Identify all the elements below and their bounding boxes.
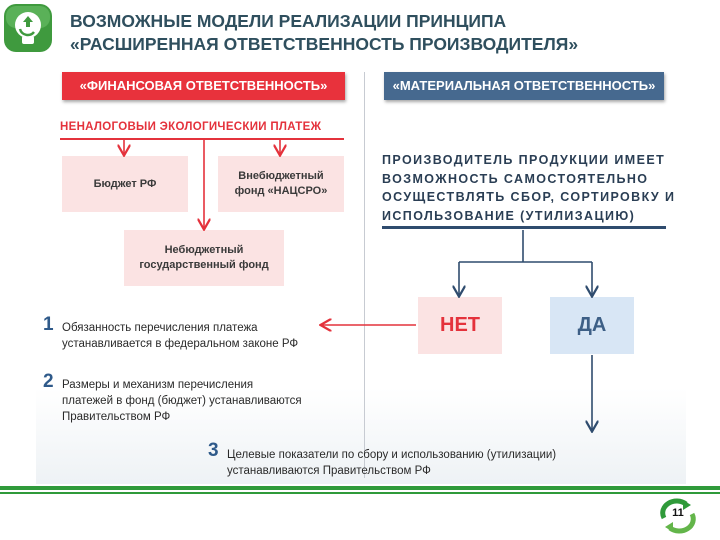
recycle-arrows-icon (656, 498, 700, 534)
budget-box: Бюджет РФ (62, 156, 188, 212)
budget-label: Бюджет РФ (93, 177, 157, 190)
item-3-line-2: устанавливаются Правительством РФ (227, 465, 431, 477)
producer-statement: ПРОИЗВОДИТЕЛЬ ПРОДУКЦИИ ИМЕЕТ ВОЗМОЖНОСТ… (382, 151, 676, 225)
column-divider (364, 72, 365, 478)
item-1-line-1: Обязанность перечисления платежа (62, 322, 258, 334)
producer-underline (382, 226, 666, 229)
financial-responsibility-header: «ФИНАНСОВАЯ ОТВЕТСТВЕННОСТЬ» (62, 72, 345, 100)
page-number: 11 (672, 507, 684, 519)
nonbud-label-line-1: Небюджетный (164, 244, 244, 256)
bottom-background (36, 388, 686, 484)
item-3-text: Целевые показатели по сбору и использова… (227, 447, 556, 479)
tax-payment-label: НЕНАЛОГОВЫЙ ЭКОЛОГИЧЕСКИЙ ПЛАТЕЖ (60, 121, 322, 133)
nonbudget-state-fund-box: Небюджетный государственный фонд (124, 230, 284, 286)
no-box: НЕТ (418, 297, 502, 354)
item-2-line-2: платежей в фонд (бюджет) устанавливаются (62, 395, 302, 407)
item-1-number: 1 (43, 314, 54, 335)
offbudget-fund-box: Внебюджетный фонд «НАЦСРО» (218, 156, 344, 212)
item-2-line-3: Правительством РФ (62, 411, 171, 423)
recycle-bulb-icon (2, 2, 54, 54)
item-2-text: Размеры и механизм перечисления платежей… (62, 377, 302, 425)
nonbud-label-line-2: государственный фонд (139, 259, 269, 271)
producer-line-1: ПРОИЗВОДИТЕЛЬ ПРОДУКЦИИ ИМЕЕТ (382, 153, 666, 167)
producer-line-3: ОСУЩЕСТВЛЯТЬ СБОР, СОРТИРОВКУ И (382, 190, 676, 204)
tax-payment-underline (60, 138, 344, 140)
material-responsibility-header: «МАТЕРИАЛЬНАЯ ОТВЕТСТВЕННОСТЬ» (384, 72, 664, 100)
producer-line-4: ИСПОЛЬЗОВАНИЕ (УТИЛИЗАЦИЮ) (382, 208, 636, 223)
item-1-line-2: устанавливается в федеральном законе РФ (62, 338, 299, 350)
page-title: ВОЗМОЖНЫЕ МОДЕЛИ РЕАЛИЗАЦИИ ПРИНЦИПА «РА… (70, 10, 710, 56)
footer-line-thick (0, 486, 720, 490)
item-3-line-1: Целевые показатели по сбору и использова… (227, 449, 557, 461)
fund-label-line-2: фонд «НАЦСРО» (234, 185, 328, 197)
item-3-number: 3 (208, 440, 219, 461)
footer-line-thin (0, 492, 720, 494)
yes-box: ДА (550, 297, 634, 354)
item-2-line-1: Размеры и механизм перечисления (62, 379, 254, 391)
fund-label-line-1: Внебюджетный (238, 170, 324, 182)
title-line-2: «РАСШИРЕННАЯ ОТВЕТСТВЕННОСТЬ ПРОИЗВОДИТЕ… (70, 34, 579, 54)
item-2-number: 2 (43, 371, 54, 392)
item-1-text: Обязанность перечисления платежа устанав… (62, 320, 298, 352)
producer-line-2: ВОЗМОЖНОСТЬ САМОСТОЯТЕЛЬНО (382, 171, 649, 186)
title-line-1: ВОЗМОЖНЫЕ МОДЕЛИ РЕАЛИЗАЦИИ ПРИНЦИПА (70, 11, 507, 31)
